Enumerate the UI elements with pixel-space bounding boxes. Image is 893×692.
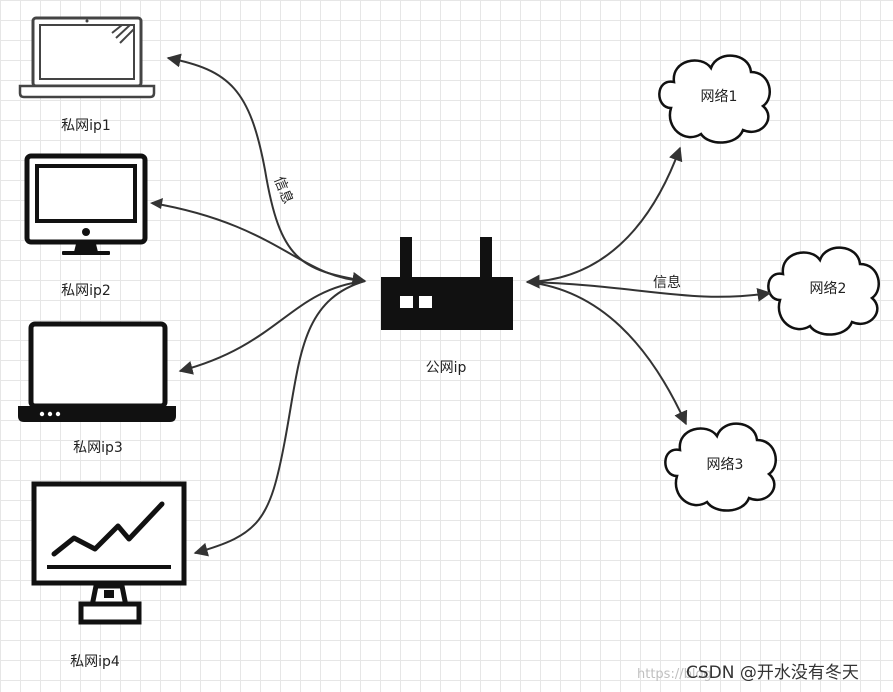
edge-label-left: 信息 [270,174,296,206]
laptop-icon [18,16,156,99]
router-label: 公网ip [426,360,467,376]
edge-router-ip2 [151,202,366,282]
edge-router-network1 [525,146,683,289]
edge-label-right: 信息 [653,274,681,291]
cloud-label: 网络2 [810,281,847,297]
cloud-icon: 网络1 [658,54,771,144]
router-icon [381,237,513,330]
device-label: 私网ip2 [61,283,111,299]
watermark-url: https://blog. [637,667,716,682]
device-label: 私网ip1 [61,118,111,134]
cloud-icon: 网络2 [767,246,880,336]
edge-router-network3 [526,281,688,426]
svg-text:信息: 信息 [270,174,296,206]
arrowhead [150,198,163,209]
edge-router-ip4 [193,280,366,557]
laptop-icon [18,321,176,422]
device-label: 私网ip4 [70,654,120,670]
device-label: 私网ip3 [73,440,123,456]
chart-monitor-icon [31,481,187,625]
monitor-icon [24,153,148,255]
cloud-label: 网络1 [701,89,738,105]
edge-router-ip1 [166,53,367,286]
watermark: CSDN @开水没有冬天 [686,663,859,683]
cloud-icon: 网络3 [664,422,777,512]
edge-router-ip3 [178,280,366,375]
cloud-label: 网络3 [707,457,744,473]
edge-router-network2 [526,281,772,302]
